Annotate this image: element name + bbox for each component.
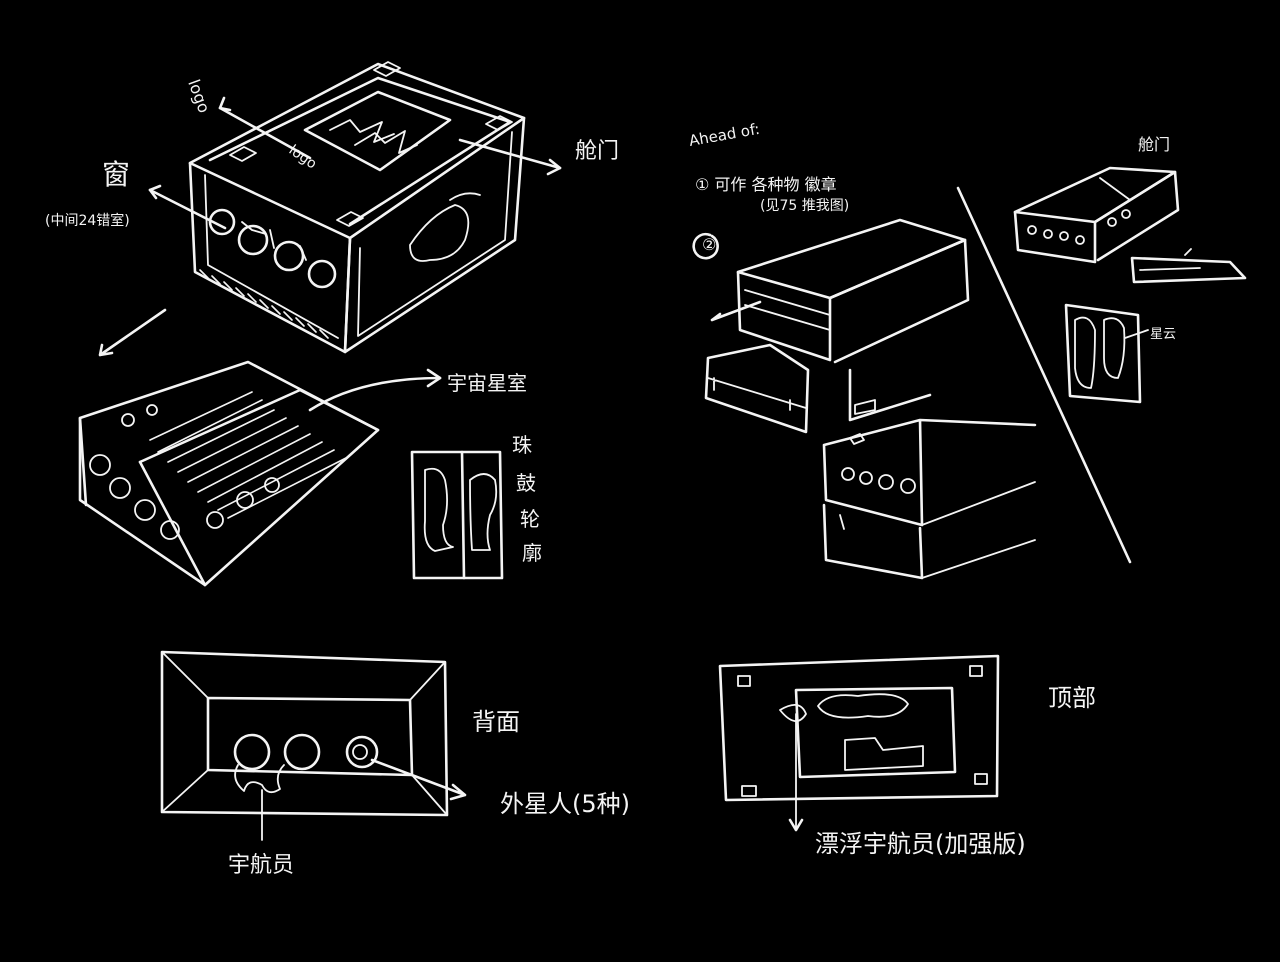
label-back: 背面 — [472, 708, 520, 736]
label-universe-room: 宇宙星室 — [447, 371, 527, 395]
label-window: 窗 — [102, 158, 130, 191]
label-note-1-sub: (见75 推我图) — [760, 198, 849, 214]
label-note-1: ① 可作 各种物 徽章 — [695, 175, 837, 194]
contour-panel — [410, 450, 504, 580]
label-contour-3: 轮 — [520, 507, 540, 531]
label-note-2: ② — [702, 235, 716, 254]
label-ahead-of: Ahead of: — [688, 120, 762, 150]
top-view-sketch — [718, 654, 1000, 832]
label-window-sub: (中间24错室) — [45, 212, 130, 229]
box-sketch-2 — [78, 308, 442, 587]
label-logo-top: logo — [184, 77, 214, 116]
label-hatch-door-right: 舱门 — [1138, 135, 1170, 154]
label-alien: 外星人(5种) — [500, 790, 630, 818]
label-contour-2: 鼓 — [516, 471, 536, 495]
back-view-sketch — [160, 650, 467, 841]
small-box-sketches — [1013, 166, 1247, 404]
handwritten-labels: logo logo 舱门 窗 (中间24错室) 宇宙星室 珠 鼓 轮 廓 Ahe… — [45, 77, 1176, 878]
label-contour-1: 珠 — [512, 433, 532, 457]
stacked-box-sketch — [692, 186, 1132, 580]
label-logo-lid: logo — [286, 142, 320, 172]
label-contour-4: 廓 — [522, 541, 542, 565]
label-astronaut: 宇航员 — [228, 853, 294, 878]
label-floating-astronaut: 漂浮宇航员(加强版) — [815, 830, 1026, 858]
label-star-cloud: 星云 — [1150, 327, 1176, 342]
label-hatch-door: 舱门 — [575, 139, 619, 164]
box-sketch-1 — [148, 61, 562, 354]
label-top: 顶部 — [1048, 684, 1096, 712]
